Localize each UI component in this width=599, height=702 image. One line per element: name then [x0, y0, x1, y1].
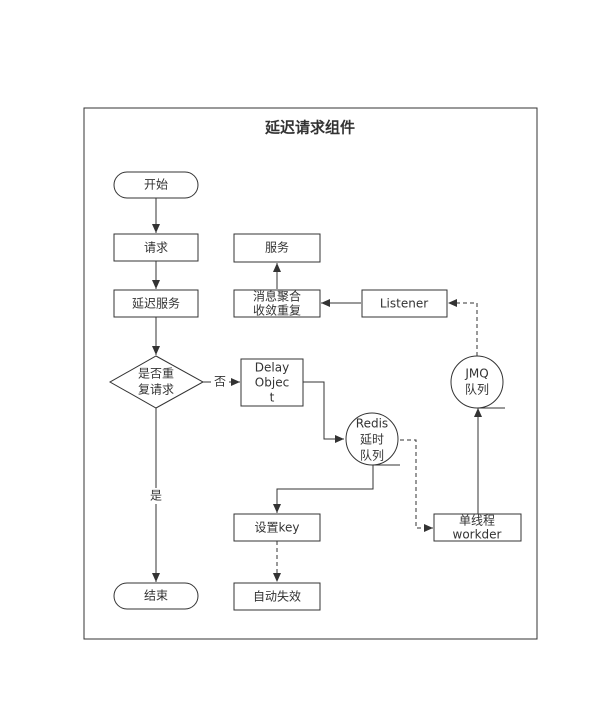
node-redis-queue-line-1: Redis: [356, 417, 388, 431]
node-service: 服务: [233, 233, 321, 263]
node-auto-expire-label: 自动失效: [253, 589, 301, 604]
node-delay-object-line-2: Objec: [255, 376, 289, 390]
node-delay-service-label: 延迟服务: [132, 296, 180, 311]
node-merge: 消息聚合 收敛重复: [233, 289, 321, 318]
node-listener: Listener: [361, 289, 448, 318]
node-end: 结束: [113, 582, 199, 610]
node-set-key-label: 设置key: [254, 521, 299, 535]
node-start-label: 开始: [144, 178, 168, 192]
node-worker-line-1: 单线程: [459, 513, 495, 528]
node-delay-object-line-3: t: [270, 391, 275, 405]
node-delay-object-line-1: Delay: [255, 361, 289, 375]
node-redis-queue-line-3: 队列: [360, 448, 384, 463]
node-jmq-queue: JMQ 队列: [450, 355, 505, 409]
node-jmq-queue-line-1: JMQ: [464, 367, 488, 381]
node-decision-line-1: 是否重: [138, 367, 174, 381]
edge-redis-to-set-key: [273, 465, 374, 513]
edge-label-yes: 是: [150, 489, 162, 503]
node-redis-queue-line-2: 延时: [360, 433, 384, 447]
node-request-label: 请求: [144, 241, 168, 255]
diagram-title: 延迟请求组件: [264, 119, 355, 137]
edge-label-no: 否: [214, 375, 226, 389]
node-worker: 单线程 workder: [433, 513, 522, 542]
node-merge-line-2: 收敛重复: [253, 303, 301, 318]
node-start: 开始: [113, 171, 199, 199]
edge-delay-object-to-redis: [303, 381, 344, 443]
node-delay-service: 延迟服务: [113, 289, 199, 318]
edge-jmq-to-listener: [448, 299, 478, 356]
node-decision-line-2: 复请求: [138, 383, 174, 397]
node-end-label: 结束: [144, 589, 168, 603]
node-service-label: 服务: [265, 240, 289, 255]
node-redis-queue: Redis 延时 队列: [345, 412, 400, 466]
node-worker-line-2: workder: [453, 528, 502, 542]
node-listener-label: Listener: [380, 297, 428, 311]
node-decision: 是否重 复请求: [108, 355, 205, 409]
edge-redis-to-worker: [400, 439, 433, 532]
node-auto-expire: 自动失效: [233, 582, 321, 611]
node-request: 请求: [113, 233, 199, 262]
node-merge-line-1: 消息聚合: [253, 289, 301, 304]
node-delay-object: Delay Objec t: [240, 358, 304, 407]
node-jmq-queue-line-2: 队列: [465, 382, 489, 397]
node-set-key: 设置key: [233, 513, 321, 542]
